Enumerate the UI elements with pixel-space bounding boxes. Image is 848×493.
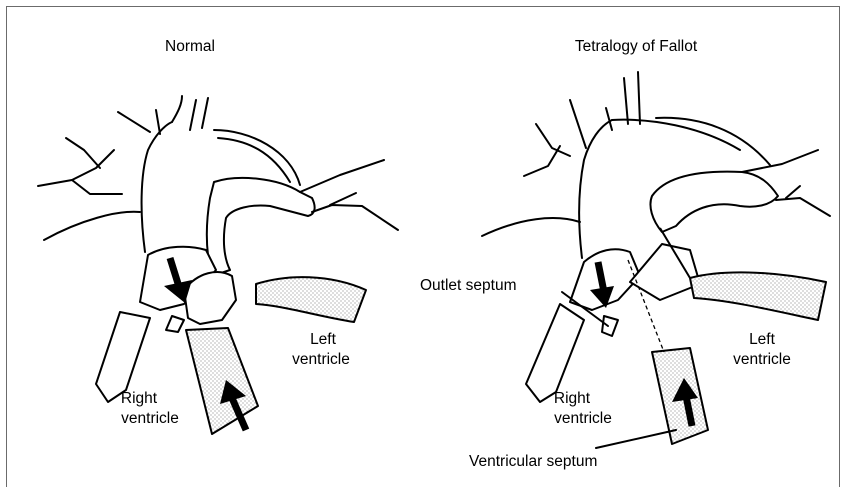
normal-left-ventricle-label-line1: Left [310,331,337,348]
tetralogy-aorta [570,72,770,258]
normal-panel: Normal [38,38,398,434]
normal-pulmonary-artery [207,160,398,276]
normal-left-ventricle-label-line2: ventricle [292,351,350,368]
outlet-septum-label: Outlet septum [420,277,517,294]
tetralogy-title: Tetralogy of Fallot [575,38,698,55]
tetralogy-right-ventricle-label-line2: ventricle [554,410,612,427]
tetralogy-pulmonary-artery [650,150,830,232]
normal-right-ventricle-label-line1: Right [121,390,158,407]
tetralogy-left-branches [482,124,580,236]
ventricular-septum-leader-line [596,430,676,448]
tetralogy-right-ventricle-label-line1: Right [554,390,591,407]
normal-left-branches [38,138,140,240]
tetralogy-left-ventricle-label-line2: ventricle [733,351,791,368]
normal-title: Normal [165,38,215,55]
ventricular-septum-label: Ventricular septum [469,453,597,470]
normal-right-ventricle-label-line2: ventricle [121,410,179,427]
tetralogy-left-ventricle-label-line1: Left [749,331,776,348]
tetralogy-panel: Tetralogy of Fallot [420,38,830,470]
